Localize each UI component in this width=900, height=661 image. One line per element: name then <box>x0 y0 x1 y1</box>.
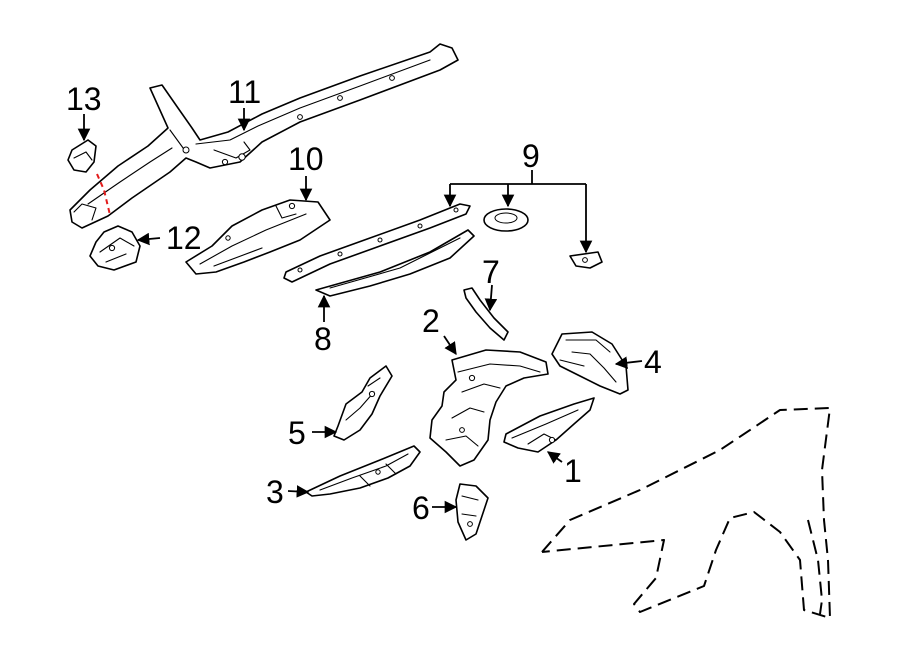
callout-2: 2 <box>422 303 440 339</box>
leader-1 <box>546 451 563 464</box>
callout-13: 13 <box>66 81 102 117</box>
part-8-cover <box>315 229 475 297</box>
part-10-reinforcement <box>185 199 331 275</box>
part-5-bracket <box>333 365 393 441</box>
part-11-frame-rail <box>69 43 459 229</box>
leader-12 <box>136 232 161 246</box>
leader-3 <box>287 485 310 498</box>
part-9-grommet <box>483 208 529 232</box>
part-3-lower-apron <box>305 445 421 497</box>
leader-7 <box>484 284 498 312</box>
callout-5: 5 <box>288 415 306 451</box>
callout-10: 10 <box>288 141 324 177</box>
leader-2 <box>443 335 457 356</box>
part-4-wheelhouse <box>551 331 629 395</box>
callout-1: 1 <box>564 453 582 489</box>
part-2-inner-apron <box>429 349 549 467</box>
callout-6: 6 <box>412 490 430 526</box>
callout-11: 11 <box>228 74 261 110</box>
part-12-bracket <box>89 225 141 271</box>
callout-9: 9 <box>522 138 540 174</box>
leader-4 <box>614 356 643 369</box>
part-6-bracket <box>455 483 489 541</box>
leader-lines <box>77 108 643 514</box>
part-1-lower-rail <box>503 397 595 453</box>
fender-outline <box>541 407 831 619</box>
part-9-clip <box>569 251 603 269</box>
callout-12: 12 <box>166 220 202 256</box>
callout-8: 8 <box>314 321 332 357</box>
part-13-bracket <box>67 139 97 173</box>
callout-7: 7 <box>482 254 500 290</box>
callout-4: 4 <box>644 344 662 380</box>
callout-3: 3 <box>266 474 284 510</box>
part-7-brace <box>463 287 509 341</box>
callout-labels: 1 2 3 4 5 6 7 8 9 10 11 12 13 <box>66 74 662 526</box>
part-9-seal-strip <box>283 203 471 283</box>
